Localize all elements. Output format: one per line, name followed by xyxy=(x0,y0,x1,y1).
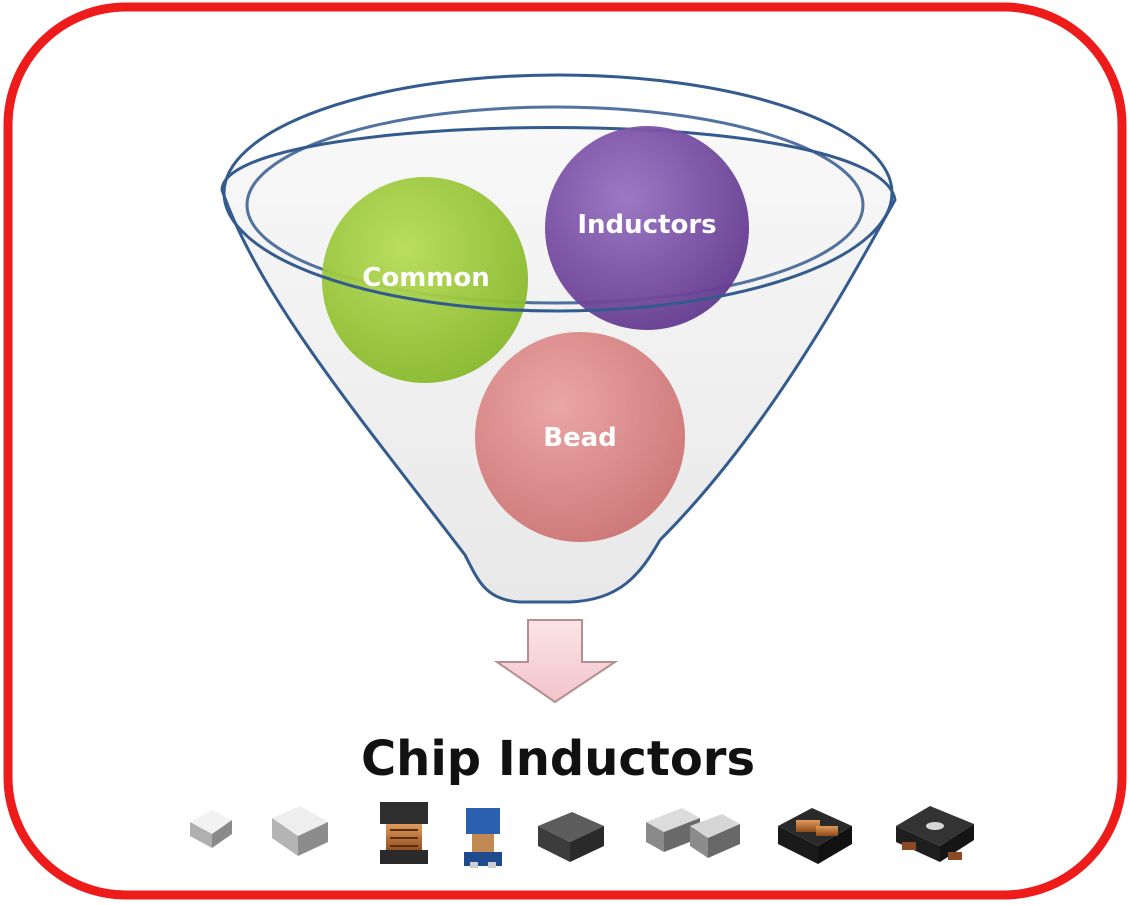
circle-common-shape xyxy=(322,177,528,383)
circle-bead: Bead xyxy=(475,332,685,542)
component-row xyxy=(190,802,974,868)
circle-inductors-label: Inductors xyxy=(577,210,716,240)
blue-wire-wound-inductor-icon xyxy=(464,808,502,868)
down-arrow-icon xyxy=(493,619,619,704)
common-mode-choke-array-icon xyxy=(778,808,852,864)
common-mode-choke-pair-icon xyxy=(646,808,740,858)
circle-inductors: Inductors xyxy=(545,126,749,330)
circle-inductors-shape xyxy=(545,126,749,330)
funnel-inner-rim xyxy=(245,105,865,305)
circle-bead-label: Bead xyxy=(543,423,617,453)
white-chip-small-icon xyxy=(190,810,232,848)
white-chip-medium-icon xyxy=(272,806,328,856)
molded-gray-inductor-icon xyxy=(538,812,604,862)
wire-wound-copper-inductor-icon xyxy=(380,802,428,864)
circle-bead-shape xyxy=(475,332,685,542)
funnel-outer-rim xyxy=(222,73,894,313)
circle-common: Common xyxy=(322,177,528,383)
circle-common-label: Common xyxy=(362,263,490,293)
caption-chip-inductors: Chip Inductors xyxy=(361,731,755,787)
shielded-power-inductor-icon xyxy=(896,806,974,862)
